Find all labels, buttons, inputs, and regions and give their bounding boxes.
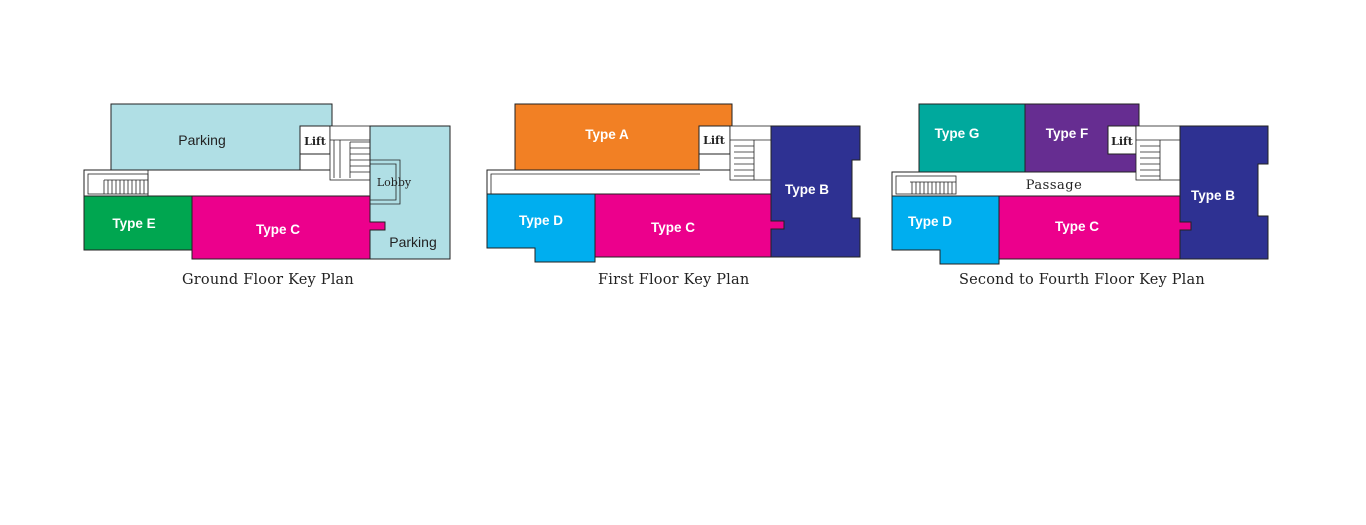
- unit-type-b-label: Type B: [1191, 188, 1235, 203]
- stair-core: [329, 125, 371, 181]
- unit-type-c: [594, 193, 785, 258]
- unit-type-d-label: Type D: [519, 213, 563, 228]
- lift-label: Lift: [703, 134, 726, 147]
- ground-floor-plan: Parking Lift Parking Lobby Type E Type C: [0, 0, 460, 300]
- ground-floor-drawing: Parking Lift Parking Lobby Type E Type C: [83, 103, 451, 260]
- unit-type-d-label: Type D: [908, 214, 952, 229]
- parking-top-label: Parking: [178, 132, 225, 148]
- upper-floor-caption: Second to Fourth Floor Key Plan: [959, 272, 1205, 288]
- stair-core: [1135, 125, 1181, 181]
- unit-type-c: [191, 195, 386, 260]
- unit-type-c: [998, 195, 1192, 260]
- upper-floor-plan: Passage Type G Type F Lift Type B Type D…: [891, 103, 1269, 288]
- first-floor-plan: Type A Lift Type B Type D Type C First F…: [0, 0, 870, 300]
- unit-type-b: [770, 125, 861, 258]
- lift-box: [299, 125, 331, 155]
- unit-type-g-label: Type G: [935, 126, 980, 141]
- parking-right-label: Parking: [389, 234, 436, 250]
- unit-type-c-label: Type C: [256, 222, 300, 237]
- unit-type-a-label: Type A: [585, 127, 629, 142]
- lobby-label: Lobby: [377, 176, 412, 189]
- lift-box: [1107, 125, 1137, 155]
- unit-type-e: [83, 195, 193, 251]
- lift-label: Lift: [304, 135, 327, 148]
- stair-left: [895, 175, 957, 195]
- unit-type-f-label: Type F: [1046, 126, 1089, 141]
- unit-type-d: [891, 195, 1000, 265]
- unit-type-b: [1179, 125, 1269, 260]
- lift-label: Lift: [1111, 135, 1134, 148]
- unit-type-e-label: Type E: [112, 216, 155, 231]
- passage-label: Passage: [1026, 178, 1083, 193]
- stair-core: [729, 125, 772, 181]
- unit-type-c-label: Type C: [651, 220, 695, 235]
- first-floor-caption: First Floor Key Plan: [598, 272, 750, 288]
- unit-type-c-label: Type C: [1055, 219, 1099, 234]
- upper-floor-drawing: Passage Type G Type F Lift Type B Type D…: [891, 103, 1269, 265]
- lobby-outline: [370, 159, 401, 205]
- corridor-rail: [490, 173, 700, 194]
- ground-floor-caption: Ground Floor Key Plan: [182, 272, 354, 288]
- unit-type-b-label: Type B: [785, 182, 829, 197]
- unit-type-g: [918, 103, 1026, 173]
- first-floor-drawing: Type A Lift Type B Type D Type C: [486, 103, 861, 263]
